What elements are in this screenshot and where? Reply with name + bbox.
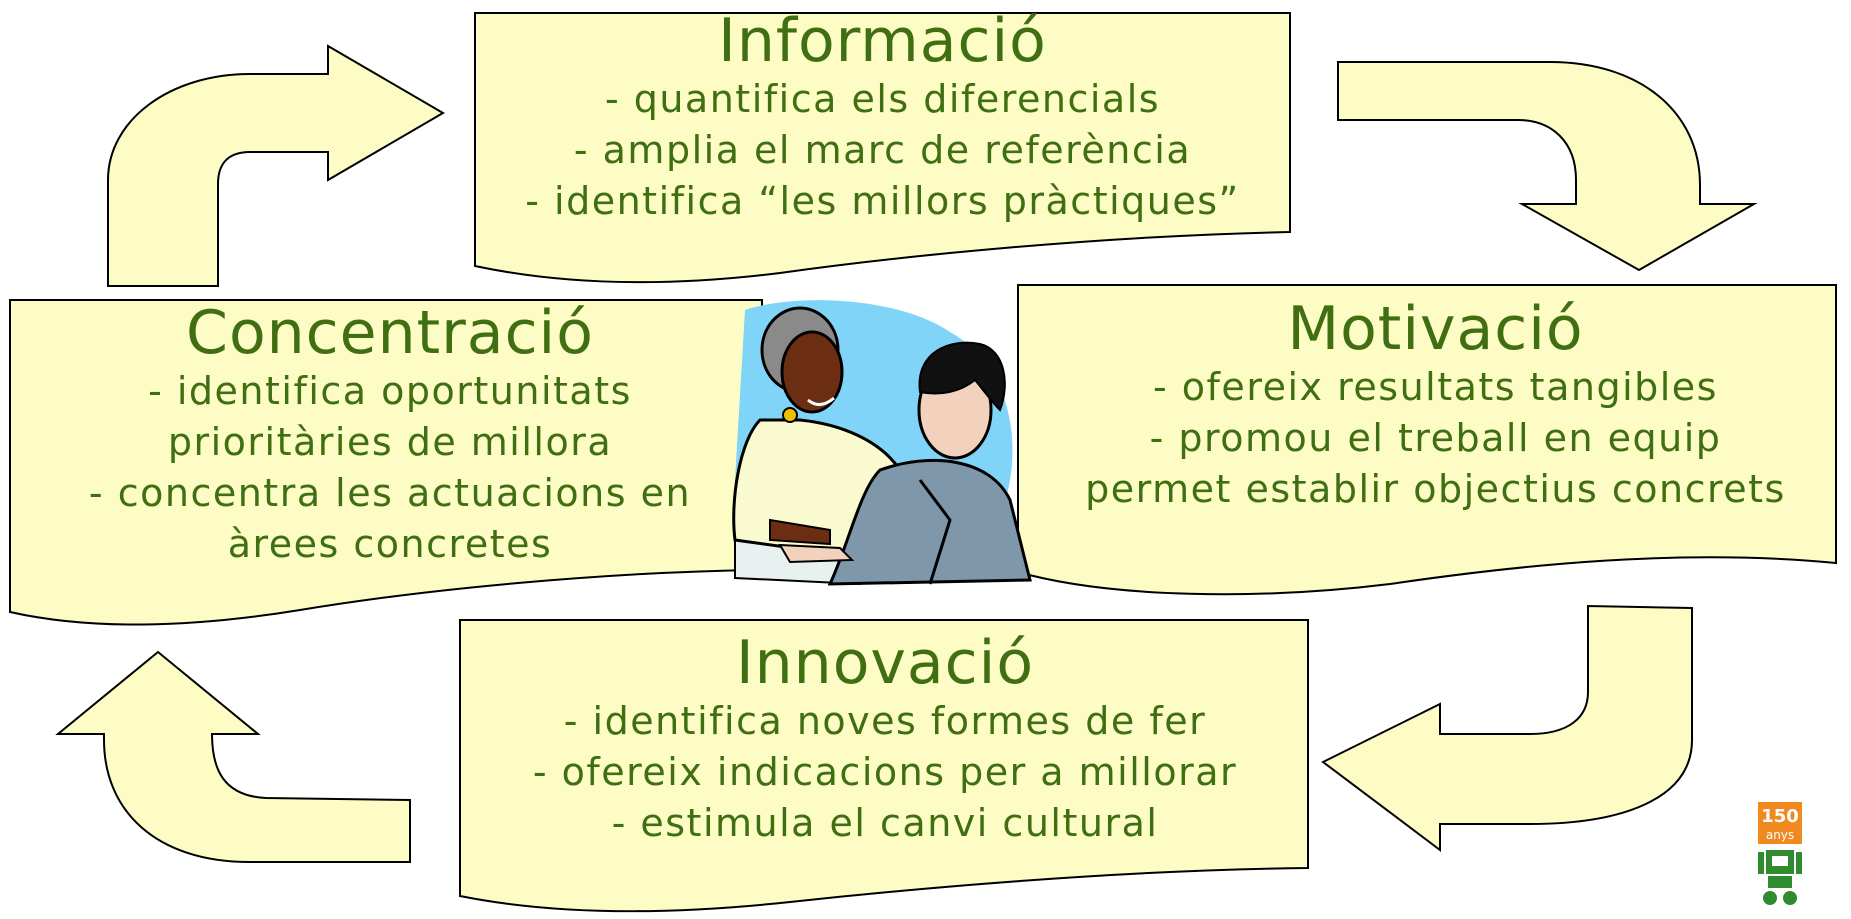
arrow-top-right-icon bbox=[1337, 61, 1758, 272]
innovacio-line-1: - identifica noves formes de fer bbox=[563, 699, 1207, 743]
banner-innovacio bbox=[459, 619, 1309, 913]
concentracio-line-4: àrees concretes bbox=[227, 522, 553, 566]
informacio-title: Informació bbox=[718, 6, 1047, 76]
motivacio-title: Motivació bbox=[1287, 294, 1584, 364]
motivacio-line-3: permet establir objectius concrets bbox=[1085, 467, 1786, 511]
logo-word: anys bbox=[1766, 828, 1794, 842]
banner-concentracio bbox=[9, 299, 763, 626]
innovacio-line-3: - estimula el canvi cultural bbox=[611, 801, 1159, 845]
informacio-line-1: - quantifica els diferencials bbox=[604, 77, 1161, 121]
motivacio-line-2: - promou el treball en equip bbox=[1149, 416, 1722, 460]
concentracio-title: Concentració bbox=[186, 298, 594, 368]
box-motivacio: Motivació - ofereix resultats tangibles … bbox=[1020, 296, 1851, 515]
box-concentracio: Concentració - identifica oportunitats p… bbox=[10, 300, 770, 570]
logo-150-anys-icon: 150 anys bbox=[1758, 802, 1802, 905]
arrow-top-left-icon bbox=[107, 44, 445, 287]
motivacio-line-1: - ofereix resultats tangibles bbox=[1153, 365, 1718, 409]
banner-motivacio bbox=[1017, 284, 1837, 596]
concentracio-line-1: - identifica oportunitats bbox=[148, 369, 632, 413]
box-informacio: Informació - quantifica els diferencials… bbox=[475, 8, 1290, 227]
meeting-clipart-icon bbox=[732, 300, 1032, 586]
concentracio-line-3: - concentra les actuacions en bbox=[88, 471, 692, 515]
informacio-line-3: - identifica “les millors pràctiques” bbox=[525, 179, 1240, 223]
innovacio-title: Innovació bbox=[735, 628, 1035, 698]
arrow-bottom-right-icon bbox=[1321, 604, 1693, 853]
arrow-bottom-left-icon bbox=[55, 650, 411, 863]
concentracio-line-2: prioritàries de millora bbox=[167, 420, 613, 464]
banner-informacio bbox=[474, 12, 1291, 284]
innovacio-line-2: - ofereix indicacions per a millorar bbox=[532, 750, 1238, 794]
informacio-line-2: - amplia el marc de referència bbox=[573, 128, 1192, 172]
logo-number: 150 bbox=[1761, 806, 1799, 827]
box-innovacio: Innovació - identifica noves formes de f… bbox=[460, 630, 1310, 849]
